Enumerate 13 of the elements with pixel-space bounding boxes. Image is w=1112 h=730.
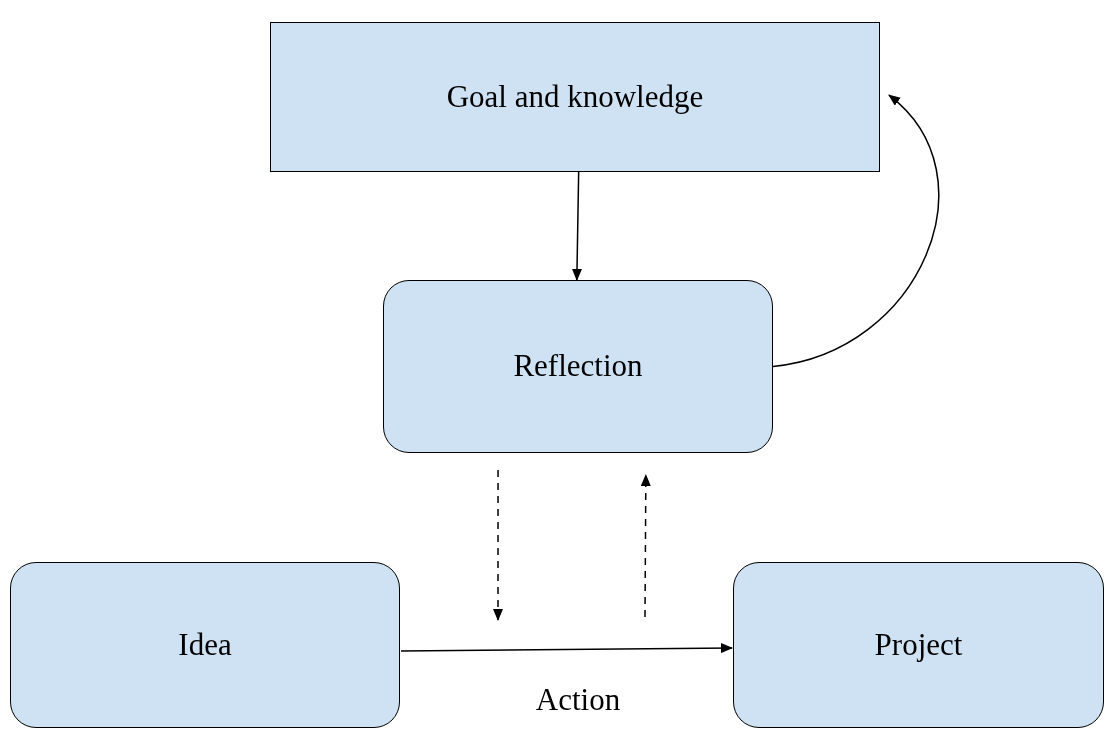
- arrow: [640, 474, 651, 618]
- arrow: [772, 94, 940, 368]
- process-box: [10, 562, 400, 728]
- process-box: [383, 280, 773, 453]
- process-box: [733, 562, 1104, 728]
- box-label: Idea: [178, 625, 232, 664]
- arrow: [400, 643, 733, 654]
- box-label: Goal and knowledge: [446, 77, 704, 116]
- box-label: Project: [874, 625, 963, 664]
- arrow: [493, 469, 503, 621]
- box-label: Reflection: [513, 347, 643, 386]
- arrow: [572, 171, 582, 281]
- process-box: [270, 22, 880, 172]
